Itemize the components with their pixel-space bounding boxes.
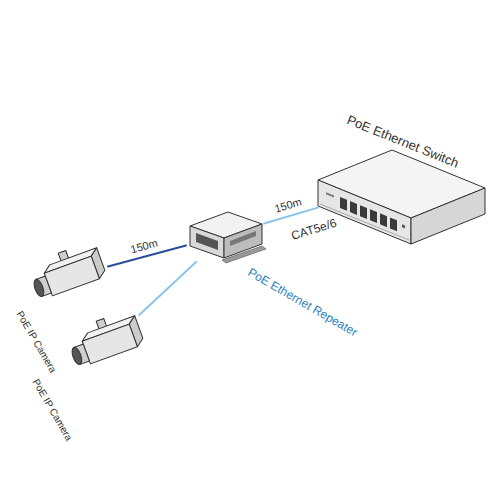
network-cable [139, 262, 196, 315]
camera-node: PoE IP Camera [30, 248, 108, 306]
repeater-drawing [190, 212, 266, 263]
device-label: PoE IP Camera [30, 377, 75, 443]
device-label: PoE Ethernet Repeater [245, 266, 359, 340]
repeater-node: PoE Ethernet Repeater [186, 208, 264, 262]
cable-length: 150m [271, 195, 305, 216]
camera-drawing [26, 240, 107, 300]
device-label: PoE Ethernet Switch [344, 113, 460, 172]
device-label: PoE IP Camera [14, 309, 59, 375]
switch-drawing [318, 150, 485, 244]
cable-type: CAT5e/6 [288, 216, 340, 243]
cable-length: 150m [128, 236, 162, 256]
camera-drawing [64, 308, 145, 368]
switch-node: PoE Ethernet Switch [318, 120, 485, 246]
camera-node: PoE IP Camera [68, 315, 146, 375]
